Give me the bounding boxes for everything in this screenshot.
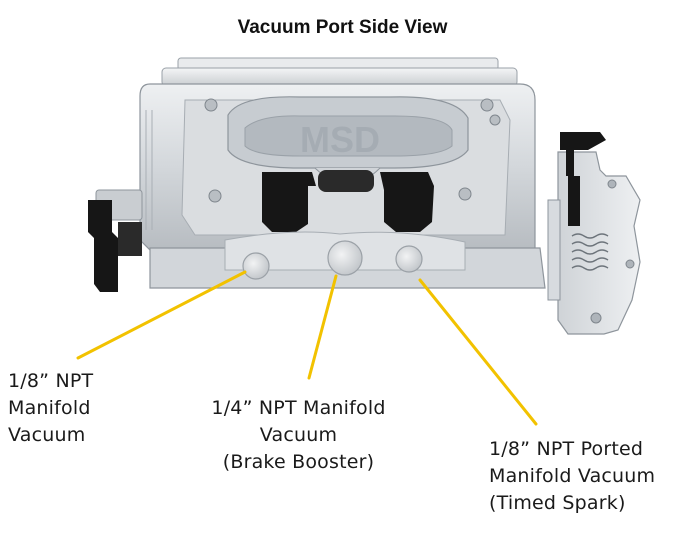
- diagram-title: Vacuum Port Side View: [237, 17, 448, 38]
- port-left: [242, 252, 270, 280]
- callout-line: (Brake Booster): [222, 451, 375, 473]
- callout-line: Manifold Vacuum: [489, 465, 656, 487]
- callout-line: (Timed Spark): [489, 492, 626, 514]
- leader-line-left: [76, 270, 247, 360]
- top-flange: [161, 57, 518, 87]
- callout-line: 1/4” NPT Manifold: [211, 397, 386, 419]
- callout-line: Vacuum: [8, 424, 86, 446]
- callout-line: Manifold: [8, 397, 91, 419]
- port-center: [327, 240, 363, 276]
- throttle-linkage-bracket: [547, 132, 641, 335]
- leader-lines: [76, 270, 538, 426]
- svg-text:MSD: MSD: [300, 119, 380, 160]
- black-sensor-blocks: [262, 170, 434, 232]
- port-right: [395, 245, 423, 273]
- callout-right: 1/8” NPT Ported Manifold Vacuum (Timed S…: [489, 436, 655, 517]
- callout-left: 1/8” NPT Manifold Vacuum: [8, 368, 93, 449]
- leader-line-right: [418, 278, 538, 426]
- left-sensor-connector: [88, 189, 143, 292]
- callout-line: Vacuum: [259, 424, 338, 446]
- callout-line: 1/8” NPT: [8, 370, 94, 392]
- vacuum-ports: [242, 240, 423, 280]
- callout-line: 1/8” NPT Ported: [489, 438, 644, 460]
- callout-center: 1/4” NPT Manifold Vacuum (Brake Booster): [196, 395, 401, 476]
- leader-line-center: [307, 274, 338, 380]
